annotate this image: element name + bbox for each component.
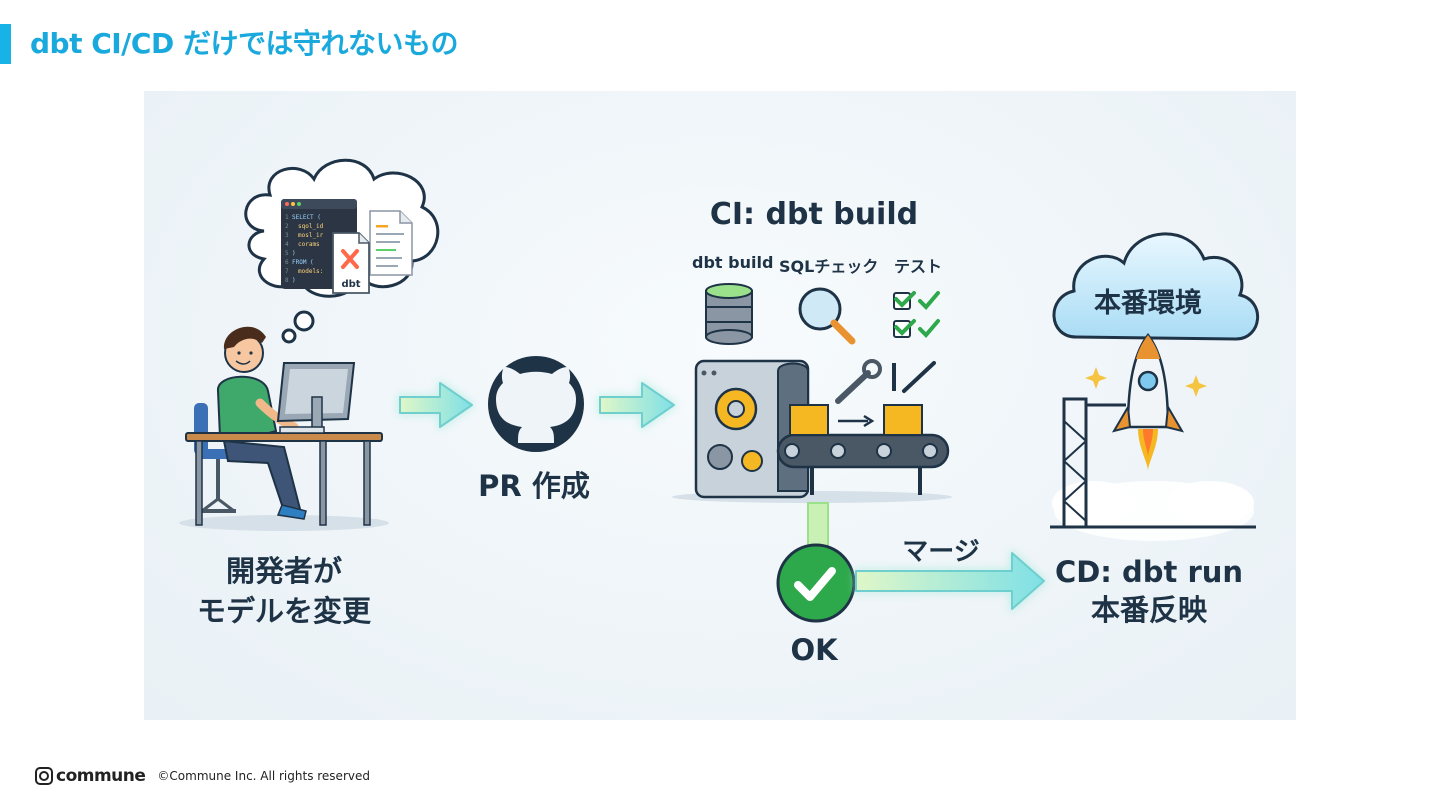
database-icon <box>705 283 753 345</box>
code-line: mosl_ir <box>298 232 324 239</box>
commune-logo-text: commune <box>56 766 146 786</box>
dbt-file-icon: dbt <box>332 232 370 294</box>
code-line-number: 4 <box>285 241 289 248</box>
developer-illustration <box>179 326 389 531</box>
developer-label-line2: モデルを変更 <box>196 594 371 628</box>
pr-label: PR 作成 <box>478 469 590 503</box>
github-icon <box>488 356 584 452</box>
code-line: sqol_id <box>298 223 324 230</box>
ok-check-icon <box>776 543 856 623</box>
code-line: ) <box>292 250 296 257</box>
code-line-number: 3 <box>285 232 289 239</box>
cd-label-line2: 本番反映 <box>1090 593 1207 627</box>
footer: commune ©Commune Inc. All rights reserve… <box>35 764 370 788</box>
code-line-number: 1 <box>285 214 289 221</box>
ci-step-sql-check: SQLチェック <box>779 257 879 276</box>
commune-logo-icon <box>35 767 53 785</box>
arrow-to-pr <box>397 380 475 430</box>
ci-title: CI: dbt build <box>709 197 919 232</box>
production-cloud <box>1052 232 1259 341</box>
cd-label-line1: CD: dbt run <box>1054 555 1244 589</box>
ci-step-test: テスト <box>894 257 943 276</box>
ci-to-ok-connector <box>807 502 829 548</box>
code-line-number: 6 <box>285 259 289 266</box>
developer-label: 開発者が モデルを変更 <box>174 551 394 631</box>
merge-label: マージ <box>902 537 980 567</box>
merge-arrow <box>853 550 1047 612</box>
production-label: 本番環境 <box>1094 288 1202 319</box>
magnifier-icon <box>798 287 856 345</box>
code-line-number: 2 <box>285 223 289 230</box>
rocket-launch <box>1050 332 1256 541</box>
code-line: ) <box>292 277 296 284</box>
slide-title: dbt CI/CD だけでは守れないもの <box>30 27 458 60</box>
dbt-file-label: dbt <box>341 279 360 290</box>
ci-step-build: dbt build <box>692 253 774 272</box>
cd-label: CD: dbt run 本番反映 <box>1044 553 1254 629</box>
code-line-number: 8 <box>285 277 289 284</box>
code-line: SELECT ( <box>292 214 321 221</box>
document-icon <box>369 210 413 276</box>
code-line: models: <box>298 268 323 275</box>
arrow-to-ci <box>597 380 677 430</box>
code-line: FROM ( <box>292 259 314 266</box>
code-line-number: 7 <box>285 268 289 275</box>
checklist-icon <box>893 291 940 338</box>
code-line: corams <box>298 241 320 248</box>
copyright-text: ©Commune Inc. All rights reserved <box>157 769 370 783</box>
code-line-number: 5 <box>285 250 289 257</box>
title-accent-bar <box>0 24 11 64</box>
ok-label: OK <box>790 633 838 667</box>
developer-label-line1: 開発者が <box>225 554 342 588</box>
ci-machine <box>672 359 952 503</box>
